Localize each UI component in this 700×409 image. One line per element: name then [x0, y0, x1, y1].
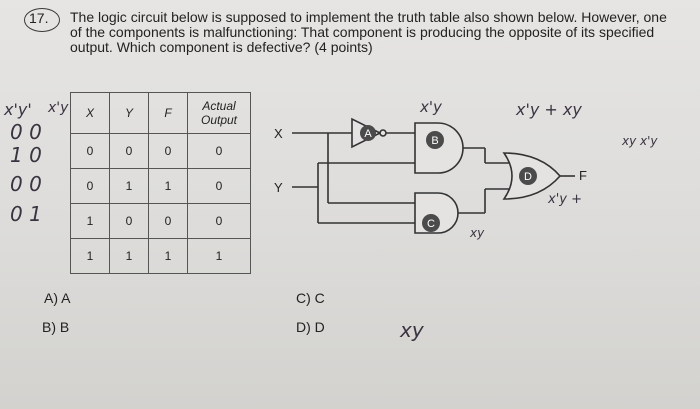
output-f-label: F: [579, 168, 587, 183]
cell: 1: [109, 238, 149, 274]
handwritten-right-note: xy x'y: [622, 134, 658, 148]
choice-d[interactable]: D) D: [296, 319, 325, 335]
handwritten-row-4: 0 1: [10, 202, 42, 226]
question-line-2: of the components is malfunctioning: Tha…: [70, 24, 655, 40]
gate-c-label: C: [427, 218, 435, 230]
truth-table: X Y F Actual Output 0 0 0 0 0 1 1 0 1 0 …: [70, 92, 251, 274]
choice-c[interactable]: C) C: [296, 290, 325, 306]
table-row: 1 1 1 1: [70, 238, 251, 274]
handwritten-row-3: 0 0: [10, 172, 42, 196]
cell: 1: [109, 168, 149, 204]
input-y-label: Y: [274, 180, 283, 195]
cell: 0: [109, 133, 149, 169]
handwritten-row-2: 1 0: [10, 143, 42, 167]
cell: 1: [148, 168, 188, 204]
cell: 0: [187, 133, 251, 169]
handwritten-bottom-note: xy: [400, 318, 424, 342]
cell: 0: [148, 203, 188, 239]
choice-b[interactable]: B) B: [42, 319, 70, 335]
question-number: 17.: [29, 10, 49, 26]
cell: 1: [187, 238, 251, 274]
cell: 0: [109, 203, 149, 239]
table-row: 1 0 0 0: [70, 203, 251, 239]
choice-a[interactable]: A) A: [44, 290, 71, 306]
gate-d-label: D: [524, 171, 532, 183]
handwritten-d-note: x'y +: [548, 192, 582, 207]
table-row: 0 0 0 0: [70, 133, 251, 169]
cell: 0: [70, 168, 110, 204]
handwritten-col-head-1: x'y': [4, 100, 32, 119]
gate-a-label: A: [364, 128, 372, 140]
cell: 1: [148, 238, 188, 274]
question-line-3: output. Which component is defective? (4…: [70, 39, 373, 55]
table-row: 0 1 1 0: [70, 168, 251, 204]
gate-b-label: B: [431, 135, 438, 147]
handwritten-top-expression: x'y + xy: [516, 100, 582, 119]
logic-circuit-diagram: A B C D X Y F: [274, 117, 587, 234]
handwritten-c-note: xy: [470, 226, 485, 240]
truth-table-header: X Y F Actual Output: [70, 92, 251, 134]
cell: 1: [70, 203, 110, 239]
header-y: Y: [109, 92, 149, 134]
cell: 0: [187, 203, 251, 239]
cell: 1: [70, 238, 110, 274]
input-x-label: X: [274, 126, 283, 141]
header-f: F: [148, 92, 188, 134]
cell: 0: [70, 133, 110, 169]
header-x: X: [70, 92, 110, 134]
cell: 0: [187, 168, 251, 204]
question-number-circle: [24, 8, 60, 32]
handwritten-col-head-2: x'y: [48, 100, 69, 116]
handwritten-row-1: 0 0: [10, 120, 42, 144]
handwritten-gate-b-note: x'y: [420, 98, 442, 116]
cell: 0: [148, 133, 188, 169]
question-line-1: The logic circuit below is supposed to i…: [70, 9, 667, 25]
question-text: The logic circuit below is supposed to i…: [70, 10, 690, 55]
header-actual-output: Actual Output: [187, 92, 251, 134]
